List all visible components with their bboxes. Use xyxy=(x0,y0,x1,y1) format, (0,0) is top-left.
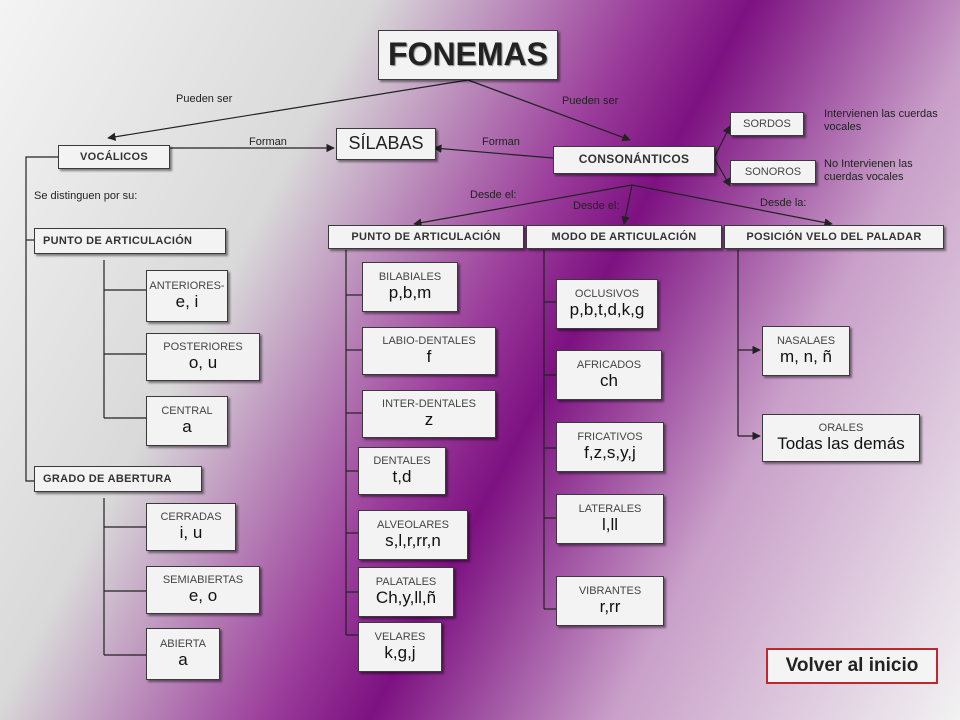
item-value: k,g,j xyxy=(384,643,416,663)
cons-item-nasales: NASALAES m, n, ñ xyxy=(762,326,850,376)
item-value: Ch,y,ll,ñ xyxy=(375,588,437,608)
cons-item-inter-dentales: INTER-DENTALES z xyxy=(362,390,496,438)
cons-item-dentales: DENTALES t,d xyxy=(358,447,446,495)
cons-punto-label: PUNTO DE ARTICULACIÓN xyxy=(351,230,501,243)
item-value: e, o xyxy=(188,586,218,606)
cons-item-bilabiales: BILABIALES p,b,m xyxy=(362,262,458,312)
silabas-label: SÍLABAS xyxy=(348,133,424,154)
sonoros-note: No Intervienen las cuerdas vocales xyxy=(824,158,913,184)
cons-velo-box: POSICIÓN VELO DEL PALADAR xyxy=(724,225,944,249)
vocal-item-anteriores: ANTERIORES- e, i xyxy=(146,270,228,322)
cons-item-vibrantes: VIBRANTES r,rr xyxy=(556,576,664,626)
cons-item-palatales: PALATALES Ch,y,ll,ñ xyxy=(358,567,454,617)
item-value: e, i xyxy=(175,292,199,312)
vocalicos-label: VOCÁLICOS xyxy=(79,150,149,163)
item-value: p,b,t,d,k,g xyxy=(569,300,645,320)
item-name: SEMIABIERTAS xyxy=(162,574,244,587)
item-value: i, u xyxy=(179,523,203,543)
cons-velo-label: POSICIÓN VELO DEL PALADAR xyxy=(746,230,922,243)
item-value: a xyxy=(182,417,192,437)
item-value: f xyxy=(426,347,432,367)
page-title: FONEMAS xyxy=(388,36,548,73)
fonemas-title-box: FONEMAS xyxy=(378,30,558,80)
vocal-item-semiabiertas: SEMIABIERTAS e, o xyxy=(146,566,260,614)
item-value: f,z,s,y,j xyxy=(584,443,636,463)
item-name: PALATALES xyxy=(375,576,437,589)
item-name: NASALAES xyxy=(776,335,836,348)
vocal-punto-box: PUNTO DE ARTICULACIÓN xyxy=(34,228,226,254)
label-pueden-ser-right: Pueden ser xyxy=(562,95,619,107)
cons-item-velares: VELARES k,g,j xyxy=(358,622,442,672)
item-name: DENTALES xyxy=(373,455,431,468)
item-value: z xyxy=(424,410,434,430)
label-desde-el-1: Desde el: xyxy=(470,189,517,201)
vocal-item-cerradas: CERRADAS i, u xyxy=(146,503,236,551)
item-value: p,b,m xyxy=(388,283,432,303)
cons-item-alveolares: ALVEOLARES s,l,r,rr,n xyxy=(358,510,468,560)
item-name: LATERALES xyxy=(578,503,642,516)
item-value: t,d xyxy=(392,467,412,487)
vocal-item-posteriores: POSTERIORES o, u xyxy=(146,333,260,381)
label-pueden-ser-left: Pueden ser xyxy=(176,93,233,105)
item-value: o, u xyxy=(188,353,218,373)
item-name: CENTRAL xyxy=(161,405,213,418)
cons-item-africados: AFRICADOS ch xyxy=(556,350,662,400)
vocal-grado-box: GRADO DE ABERTURA xyxy=(34,466,202,492)
vocal-punto-label: PUNTO DE ARTICULACIÓN xyxy=(43,234,193,247)
item-value: Todas las demás xyxy=(777,434,905,454)
cons-punto-box: PUNTO DE ARTICULACIÓN xyxy=(328,225,524,249)
item-name: ABIERTA xyxy=(159,638,207,651)
cons-item-orales: ORALES Todas las demás xyxy=(762,414,920,462)
sonoros-label: SONOROS xyxy=(744,165,802,178)
label-desde-el-2: Desde el: xyxy=(573,200,620,212)
cons-item-oclusivos: OCLUSIVOS p,b,t,d,k,g xyxy=(556,279,658,329)
label-forman-right: Forman xyxy=(482,136,520,148)
item-name: AFRICADOS xyxy=(576,359,642,372)
item-name: BILABIALES xyxy=(378,271,442,284)
label-se-distinguen: Se distinguen por su: xyxy=(34,190,138,202)
vocalicos-box: VOCÁLICOS xyxy=(58,145,170,169)
cons-item-labio-dentales: LABIO-DENTALES f xyxy=(362,327,496,375)
consonanticos-box: CONSONÁNTICOS xyxy=(553,146,715,174)
item-name: POSTERIORES xyxy=(163,341,243,354)
item-value: m, n, ñ xyxy=(780,347,832,367)
consonanticos-label: CONSONÁNTICOS xyxy=(578,152,690,167)
cons-item-fricativos: FRICATIVOS f,z,s,y,j xyxy=(556,422,664,472)
item-value: a xyxy=(178,650,188,670)
item-name: ORALES xyxy=(818,422,864,435)
item-name: INTER-DENTALES xyxy=(382,398,476,411)
vocal-item-abierta: ABIERTA a xyxy=(146,628,220,680)
label-forman-left: Forman xyxy=(249,136,287,148)
item-value: s,l,r,rr,n xyxy=(385,531,441,551)
item-name: LABIO-DENTALES xyxy=(382,335,476,348)
label-desde-la: Desde la: xyxy=(760,197,807,209)
item-value: ch xyxy=(600,371,618,391)
item-name: VIBRANTES xyxy=(578,585,642,598)
volver-al-inicio-button[interactable]: Volver al inicio xyxy=(766,648,938,684)
item-value: l,ll xyxy=(601,515,619,535)
item-name: FRICATIVOS xyxy=(577,431,643,444)
silabas-box: SÍLABAS xyxy=(336,128,436,160)
item-name: ANTERIORES- xyxy=(149,280,225,293)
cons-item-laterales: LATERALES l,ll xyxy=(556,494,664,544)
item-name: OCLUSIVOS xyxy=(574,288,640,301)
cons-modo-label: MODO DE ARTICULACIÓN xyxy=(551,230,697,243)
sonoros-box: SONOROS xyxy=(730,160,816,184)
sordos-label: SORDOS xyxy=(743,117,791,130)
item-value: r,rr xyxy=(599,597,621,617)
vocal-item-central: CENTRAL a xyxy=(146,396,228,446)
item-name: ALVEOLARES xyxy=(377,519,449,532)
cons-modo-box: MODO DE ARTICULACIÓN xyxy=(526,225,722,249)
sordos-note: Intervienen las cuerdas vocales xyxy=(824,108,938,134)
item-name: VELARES xyxy=(374,631,426,644)
item-name: CERRADAS xyxy=(160,511,222,524)
sordos-box: SORDOS xyxy=(730,112,804,136)
vocal-grado-label: GRADO DE ABERTURA xyxy=(43,472,172,485)
